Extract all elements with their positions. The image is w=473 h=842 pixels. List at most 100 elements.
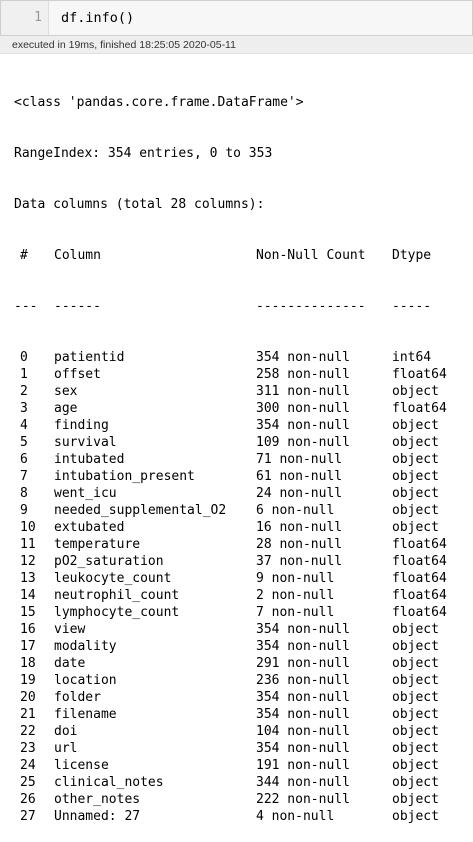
row-non-null-count: 300 non-null [256, 401, 350, 416]
header-dtype: Dtype [392, 248, 432, 263]
row-column-name: survival [54, 435, 117, 450]
row-index: 25 [20, 775, 36, 790]
row-non-null-count: 258 non-null [256, 367, 350, 382]
row-non-null-count: 7 non-null [256, 605, 335, 620]
row-index: 6 [20, 452, 28, 467]
row-column-name: temperature [54, 537, 141, 552]
row-dtype: object [392, 673, 439, 688]
row-non-null-count: 354 non-null [256, 418, 350, 433]
row-column-name: url [54, 741, 78, 756]
table-row: 19 location 236 non-null object [14, 672, 473, 689]
row-dtype: float64 [392, 554, 447, 569]
row-non-null-count: 222 non-null [256, 792, 350, 807]
row-index: 11 [20, 537, 36, 552]
row-column-name: neutrophil_count [54, 588, 180, 603]
code-cell-input[interactable]: 1 df.info() [0, 0, 473, 36]
row-column-name: pO2_saturation [54, 554, 164, 569]
row-index: 8 [20, 486, 28, 501]
row-index: 24 [20, 758, 36, 773]
row-dtype: float64 [392, 537, 447, 552]
row-index: 7 [20, 469, 28, 484]
row-index: 13 [20, 571, 36, 586]
row-column-name: sex [54, 384, 78, 399]
row-column-name: intubation_present [54, 469, 195, 484]
header-index: # [20, 248, 28, 263]
row-non-null-count: 191 non-null [256, 758, 350, 773]
row-dtype: float64 [392, 367, 447, 382]
row-column-name: finding [54, 418, 109, 433]
table-row: 5 survival 109 non-null object [14, 434, 473, 451]
output-class-line: <class 'pandas.core.frame.DataFrame'> [14, 95, 304, 110]
row-dtype: object [392, 639, 439, 654]
row-column-name: Unnamed: 27 [54, 809, 141, 824]
row-index: 15 [20, 605, 36, 620]
row-index: 27 [20, 809, 36, 824]
row-dtype: object [392, 384, 439, 399]
line-number: 1 [1, 1, 49, 35]
row-index: 19 [20, 673, 36, 688]
row-non-null-count: 37 non-null [256, 554, 343, 569]
row-non-null-count: 61 non-null [256, 469, 343, 484]
row-non-null-count: 291 non-null [256, 656, 350, 671]
row-dtype: object [392, 435, 439, 450]
row-non-null-count: 104 non-null [256, 724, 350, 739]
row-dtype: object [392, 656, 439, 671]
row-index: 21 [20, 707, 36, 722]
execution-info: executed in 19ms, finished 18:25:05 2020… [0, 36, 473, 54]
rule-dtype: ----- [392, 299, 432, 314]
row-column-name: intubated [54, 452, 125, 467]
row-index: 22 [20, 724, 36, 739]
cell-output: <class 'pandas.core.frame.DataFrame'> Ra… [14, 60, 473, 842]
row-column-name: location [54, 673, 117, 688]
table-rule-row: --- ------ -------------- ----- [14, 298, 473, 315]
row-dtype: object [392, 809, 439, 824]
row-column-name: went_icu [54, 486, 117, 501]
row-column-name: clinical_notes [54, 775, 164, 790]
row-dtype: float64 [392, 571, 447, 586]
row-index: 9 [20, 503, 28, 518]
row-index: 0 [20, 350, 28, 365]
row-non-null-count: 354 non-null [256, 741, 350, 756]
row-index: 18 [20, 656, 36, 671]
row-index: 10 [20, 520, 36, 535]
header-column: Column [54, 248, 101, 263]
table-header-row: # Column Non-Null Count Dtype [14, 247, 473, 264]
row-non-null-count: 28 non-null [256, 537, 343, 552]
row-dtype: object [392, 520, 439, 535]
row-index: 2 [20, 384, 28, 399]
row-non-null-count: 354 non-null [256, 690, 350, 705]
row-index: 5 [20, 435, 28, 450]
row-non-null-count: 354 non-null [256, 639, 350, 654]
row-dtype: object [392, 690, 439, 705]
row-dtype: object [392, 758, 439, 773]
row-index: 14 [20, 588, 36, 603]
row-index: 12 [20, 554, 36, 569]
row-column-name: license [54, 758, 109, 773]
row-dtype: float64 [392, 605, 447, 620]
code-text[interactable]: df.info() [61, 10, 135, 26]
row-index: 3 [20, 401, 28, 416]
row-column-name: needed_supplemental_O2 [54, 503, 227, 518]
row-index: 4 [20, 418, 28, 433]
row-dtype: object [392, 775, 439, 790]
output-range-index-line: RangeIndex: 354 entries, 0 to 353 [14, 146, 273, 161]
row-column-name: age [54, 401, 78, 416]
row-non-null-count: 236 non-null [256, 673, 350, 688]
row-index: 23 [20, 741, 36, 756]
row-non-null-count: 109 non-null [256, 435, 350, 450]
output-data-columns-line: Data columns (total 28 columns): [14, 197, 265, 212]
row-dtype: object [392, 707, 439, 722]
row-dtype: object [392, 452, 439, 467]
